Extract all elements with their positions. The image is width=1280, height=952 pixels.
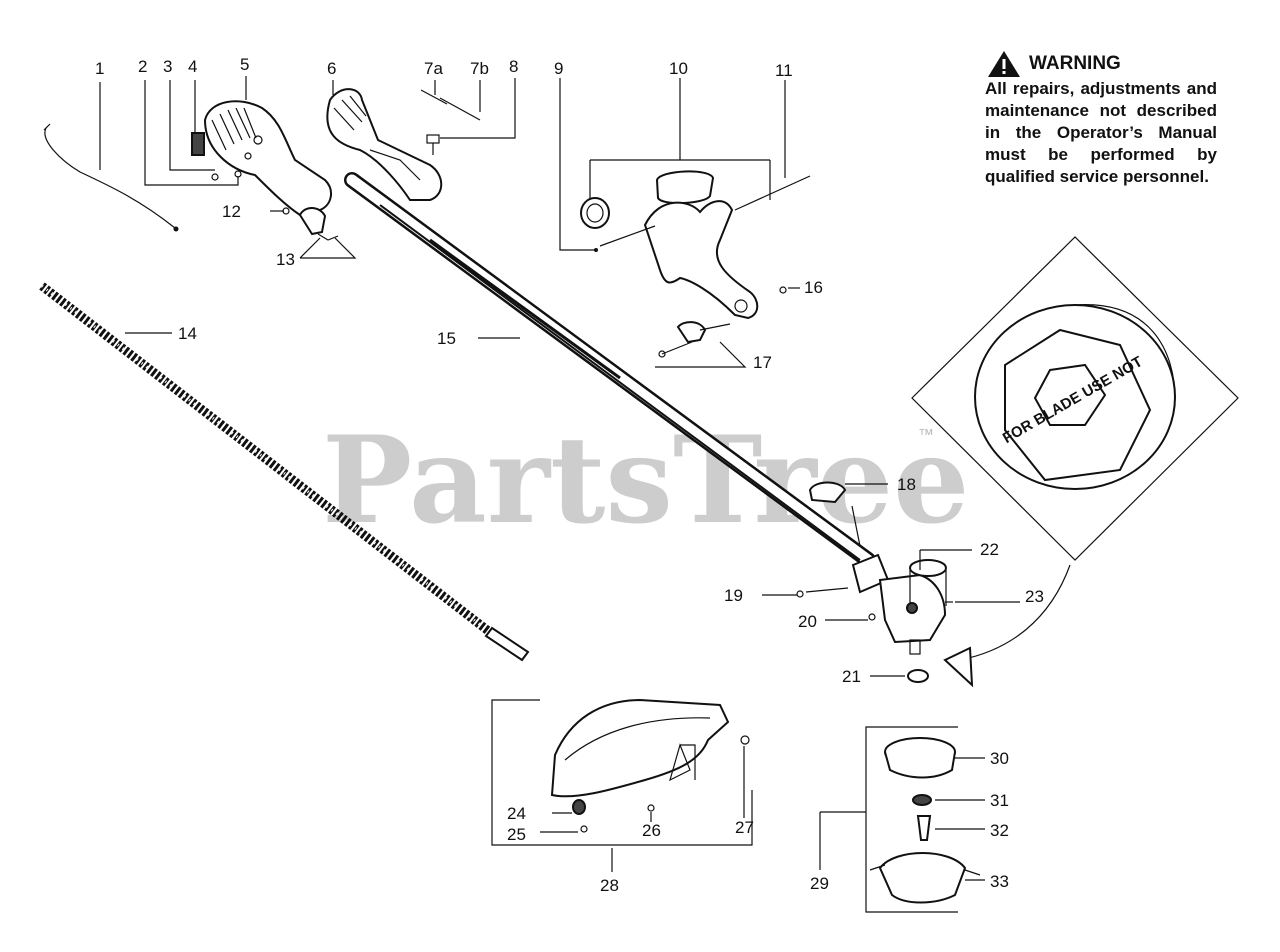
callout-20[interactable]: 20: [798, 612, 817, 631]
part-trimmer-head-group[interactable]: [865, 726, 981, 913]
callout-5[interactable]: 5: [240, 55, 249, 74]
callout-32[interactable]: 32: [990, 821, 1009, 840]
callout-25[interactable]: 25: [507, 825, 526, 844]
callout-17[interactable]: 17: [753, 353, 772, 372]
warning-title-row: WARNING: [985, 50, 1217, 78]
callout-24[interactable]: 24: [507, 804, 526, 823]
warning-triangle-icon: [988, 51, 1020, 77]
warning-title: WARNING: [1029, 53, 1121, 74]
callout-14[interactable]: 14: [178, 324, 197, 343]
part-drive-shaft[interactable]: [39, 282, 530, 662]
part-handle-half[interactable]: [326, 88, 443, 201]
callout-29[interactable]: 29: [810, 874, 829, 893]
part-handle-housing[interactable]: [191, 100, 332, 217]
callout-leaders: [99, 76, 1020, 881]
callout-26[interactable]: 26: [642, 821, 661, 840]
callout-22[interactable]: 22: [980, 540, 999, 559]
part-pins[interactable]: [420, 89, 481, 155]
callout-4[interactable]: 4: [188, 57, 197, 76]
callout-1[interactable]: 1: [95, 59, 104, 78]
callout-2[interactable]: 2: [138, 57, 147, 76]
warning-text: All repairs, adjustments and maintenance…: [985, 79, 1217, 186]
callout-33[interactable]: 33: [990, 872, 1009, 891]
callout-8[interactable]: 8: [509, 57, 518, 76]
callout-10[interactable]: 10: [669, 59, 688, 78]
callout-6[interactable]: 6: [327, 59, 336, 78]
callout-16[interactable]: 16: [804, 278, 823, 297]
part-drive-tube[interactable]: [344, 172, 876, 568]
callout-12[interactable]: 12: [222, 202, 241, 221]
watermark-tm: ™: [918, 427, 934, 444]
watermark-text: PartsTree: [322, 410, 969, 551]
callout-23[interactable]: 23: [1025, 587, 1044, 606]
callout-7a[interactable]: 7a: [424, 59, 443, 78]
callout-15[interactable]: 15: [437, 329, 456, 348]
callout-9[interactable]: 9: [554, 59, 563, 78]
part-gearbox[interactable]: [796, 481, 953, 683]
callout-21[interactable]: 21: [842, 667, 861, 686]
callout-numbers: 1 2 3 4 5 6 7a 7b 8 9 10 11 12 13 14 15 …: [95, 55, 1044, 895]
callout-31[interactable]: 31: [990, 791, 1009, 810]
part-guard-group[interactable]: [491, 698, 753, 846]
part-assist-handle[interactable]: [580, 170, 811, 358]
callout-13[interactable]: 13: [276, 250, 295, 269]
callout-27[interactable]: 27: [735, 818, 754, 837]
callout-28[interactable]: 28: [600, 876, 619, 895]
callout-19[interactable]: 19: [724, 586, 743, 605]
callout-18[interactable]: 18: [897, 475, 916, 494]
watermark: PartsTree ™: [322, 410, 969, 551]
callout-11[interactable]: 11: [775, 61, 793, 80]
part-throttle-cable[interactable]: [43, 123, 179, 232]
callout-30[interactable]: 30: [990, 749, 1009, 768]
inset-nut-detail: FOR BLADE USE NOT: [911, 236, 1239, 688]
callout-7b[interactable]: 7b: [470, 59, 489, 78]
callout-3[interactable]: 3: [163, 57, 172, 76]
part-trigger[interactable]: [282, 207, 339, 241]
warning-notice: WARNING All repairs, adjustments and mai…: [985, 50, 1217, 188]
